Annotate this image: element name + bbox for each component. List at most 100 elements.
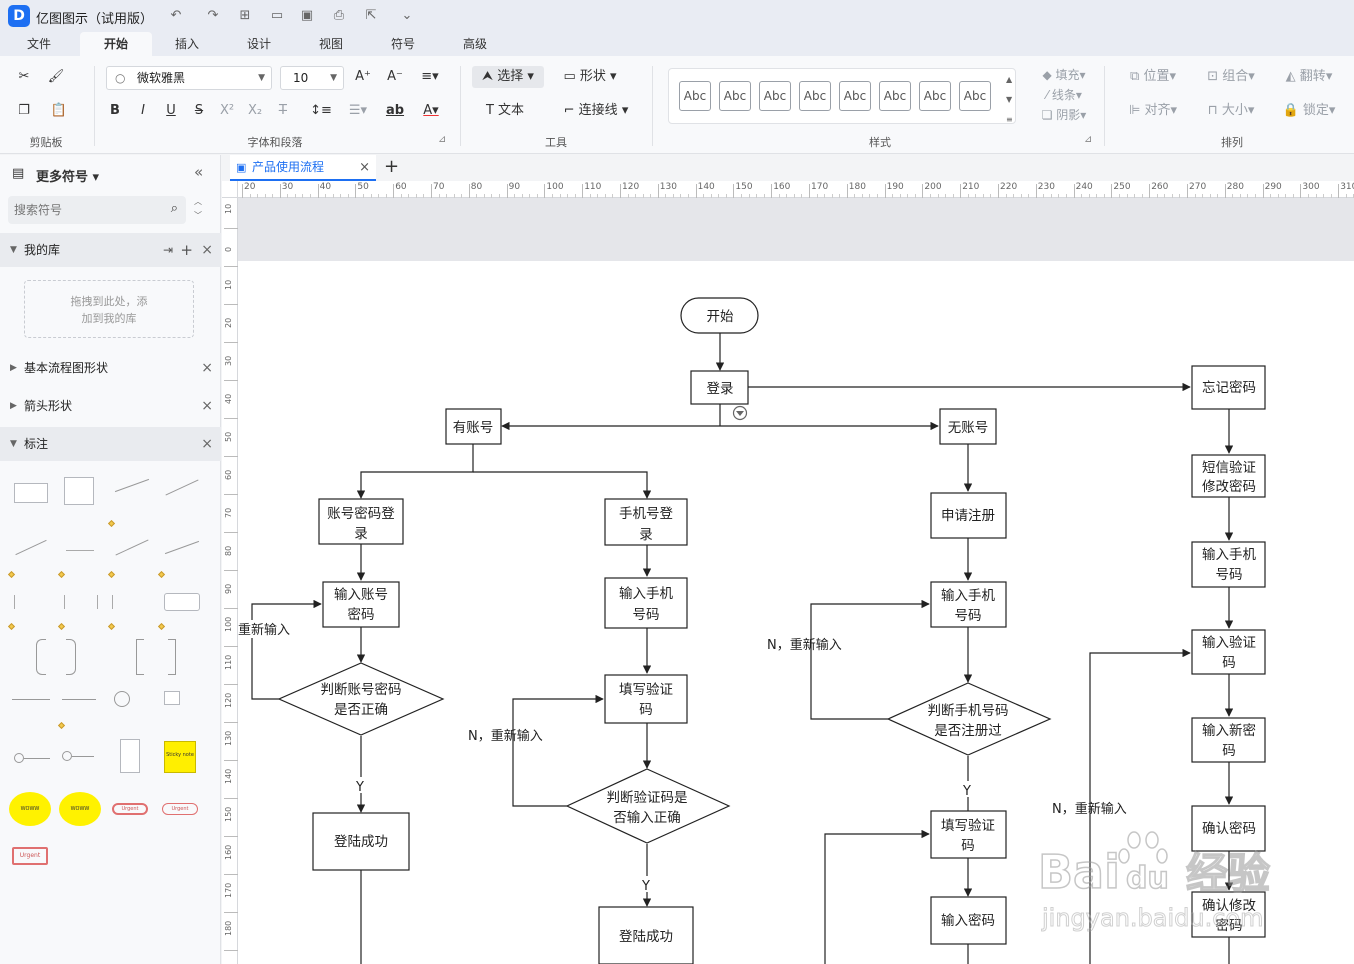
menu-tab-symbol[interactable]: 符号	[390, 37, 415, 51]
connector[interactable]	[824, 829, 930, 964]
apply-register-process[interactable]	[930, 492, 1007, 539]
callout-shape[interactable]	[165, 479, 199, 496]
callout-shape[interactable]	[114, 478, 150, 493]
n-retry-label[interactable]: N，重新输入	[1052, 801, 1127, 817]
paste-icon[interactable]: 📋	[50, 103, 68, 118]
yes-label[interactable]: Y	[355, 780, 364, 795]
menu-tab-file[interactable]: 文件	[26, 37, 51, 51]
text-case-icon[interactable]: T̶	[279, 103, 287, 118]
n-retry-label[interactable]: N，重新输入	[767, 637, 842, 653]
cut-icon[interactable]: ✂	[18, 69, 30, 84]
close-icon[interactable]: ×	[201, 398, 213, 414]
circle-callout-shape[interactable]	[114, 691, 130, 707]
enter-phone-process[interactable]	[604, 577, 688, 629]
connector[interactable]	[473, 471, 652, 499]
bullet-list-icon[interactable]: ☰▾	[348, 103, 368, 118]
align-button[interactable]: ⊫ 对齐▾	[1128, 103, 1177, 118]
sms-modify-process[interactable]	[1191, 454, 1266, 498]
connector-tool-button[interactable]: ⌐ 连接线 ▾	[563, 103, 629, 118]
enter-phone-process[interactable]	[930, 581, 1007, 628]
dialog-launcher-icon[interactable]: ⊿	[438, 134, 447, 145]
circle-pointer-shape[interactable]	[14, 753, 24, 763]
menu-tab-view[interactable]: 视图	[318, 37, 343, 51]
n-retry-label[interactable]: N，重新输入	[468, 728, 543, 744]
callout-shape[interactable]	[64, 595, 98, 609]
forgot-password-process[interactable]	[1191, 365, 1266, 410]
close-icon[interactable]: ×	[201, 242, 213, 258]
login-process[interactable]	[690, 370, 749, 405]
brace-callout-shape[interactable]	[66, 639, 76, 675]
enter-code-process[interactable]	[1191, 629, 1266, 675]
style-swatch[interactable]: Abc	[839, 81, 871, 111]
symbol-search-input[interactable]	[8, 196, 158, 224]
flip-button[interactable]: ◭ 翻转▾	[1285, 69, 1333, 84]
symbol-search-box[interactable]: ⌕	[8, 196, 186, 224]
enter-phone-process[interactable]	[1191, 541, 1266, 588]
line-callout-shape[interactable]	[12, 699, 50, 700]
menu-tab-design[interactable]: 设计	[246, 37, 271, 51]
connector[interactable]	[1089, 648, 1191, 964]
more-icon[interactable]: ⌄	[401, 8, 413, 23]
phone-login-process[interactable]	[604, 498, 688, 546]
italic-icon[interactable]: I	[141, 103, 145, 118]
superscript-icon[interactable]: X²	[219, 103, 235, 118]
document-tab[interactable]: ▣ 产品使用流程 ×	[230, 155, 376, 181]
close-icon[interactable]: ×	[359, 160, 370, 175]
urgent-badge-shape[interactable]: Urgent	[112, 803, 148, 815]
drawing-page[interactable]	[238, 261, 1354, 964]
undo-icon[interactable]: ↶	[170, 8, 182, 23]
line-callout-shape[interactable]	[62, 699, 96, 700]
style-swatch[interactable]: Abc	[879, 81, 911, 111]
connector[interactable]	[251, 599, 322, 700]
shadow-button[interactable]: ❏ 阴影▾	[1041, 108, 1087, 122]
explosion-shape[interactable]: WOWW	[62, 795, 98, 823]
start-terminator[interactable]	[680, 297, 759, 334]
group-button[interactable]: ⊡ 组合▾	[1207, 69, 1255, 84]
fill-code-process[interactable]	[930, 810, 1007, 859]
basic-flowchart-section[interactable]: ▶ 基本流程图形状 ×	[0, 351, 221, 385]
callout-shape[interactable]	[115, 539, 149, 556]
login-success-process[interactable]	[598, 906, 694, 964]
bold-icon[interactable]: B	[110, 103, 120, 118]
enter-new-pwd-process[interactable]	[1191, 717, 1266, 763]
login-success-process[interactable]	[312, 812, 410, 871]
font-size-select[interactable]: 10 ▼	[280, 66, 344, 90]
style-swatch[interactable]: Abc	[759, 81, 791, 111]
check-phone-decision[interactable]	[886, 682, 1052, 756]
connector[interactable]	[810, 599, 930, 720]
circle-pointer-shape[interactable]	[72, 756, 94, 757]
connector[interactable]	[356, 444, 474, 499]
font-color-icon[interactable]: A▾	[423, 103, 439, 118]
circle-pointer-shape[interactable]	[62, 751, 72, 761]
line-spacing-icon[interactable]: ↕≡	[310, 103, 332, 118]
has-account-process[interactable]	[445, 408, 502, 445]
select-tool-button[interactable]: ⮝ 选择 ▾	[472, 66, 544, 88]
search-icon[interactable]: ⌕	[170, 201, 178, 216]
shrink-font-icon[interactable]: A⁻	[387, 69, 403, 84]
bracket-callout-shape[interactable]	[136, 639, 144, 675]
add-tab-button[interactable]: +	[384, 156, 400, 177]
urgent-stamp-shape[interactable]: Urgent	[12, 847, 48, 865]
callout-shape[interactable]	[164, 540, 200, 555]
font-family-select[interactable]: ○ 微软雅黑 ▼	[106, 66, 272, 90]
confirm-modify-process[interactable]	[1191, 891, 1266, 938]
open-icon[interactable]: ▭	[270, 8, 284, 23]
callout-shape[interactable]	[15, 539, 47, 556]
close-icon[interactable]: ×	[201, 360, 213, 376]
export-icon[interactable]: ⇱	[365, 8, 377, 23]
close-icon[interactable]: ×	[201, 436, 213, 452]
callout-shape[interactable]	[112, 595, 148, 609]
highlight-icon[interactable]: ab	[385, 103, 405, 118]
shape-tool-button[interactable]: ▭ 形状 ▾	[563, 69, 617, 84]
enter-acct-pwd-process[interactable]	[322, 581, 400, 628]
urgent-badge-shape[interactable]: Urgent	[162, 803, 198, 815]
print-icon[interactable]: ⎙	[333, 8, 345, 23]
align-text-icon[interactable]: ≡▾	[421, 69, 439, 84]
yes-label[interactable]: Y	[641, 879, 650, 894]
grow-font-icon[interactable]: A⁺	[355, 69, 371, 84]
note-callout-shape[interactable]	[120, 739, 140, 773]
import-icon[interactable]: ⇥	[162, 243, 173, 257]
bracket-callout-shape[interactable]	[168, 639, 176, 675]
redo-icon[interactable]: ↷	[207, 8, 219, 23]
more-symbols-button[interactable]: 更多符号 ▾	[36, 170, 100, 185]
